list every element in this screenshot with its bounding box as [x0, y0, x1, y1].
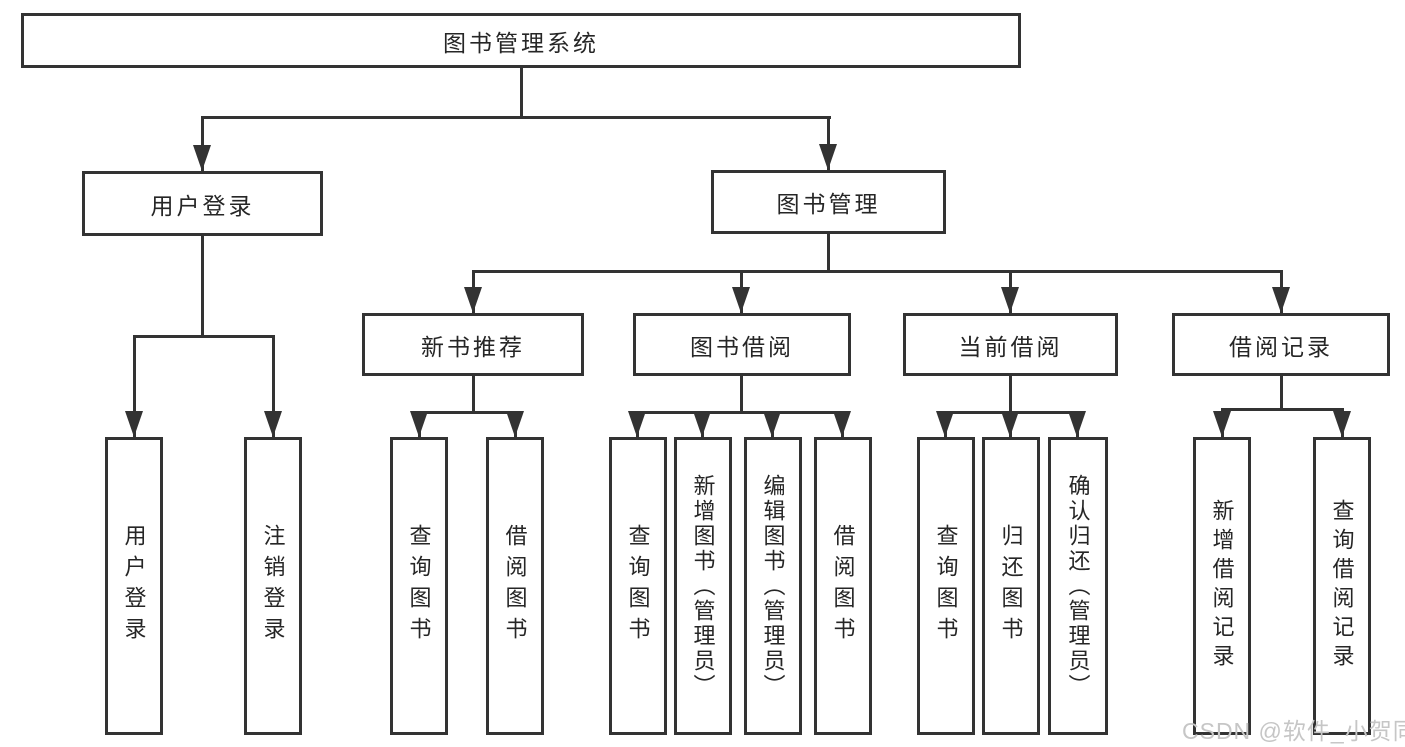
node-leaf-bb-add: 新增图书（管理员）	[674, 437, 732, 735]
node-leaf-user-login-label: 用户登录	[121, 524, 147, 648]
node-leaf-bb-edit-label: 编辑图书（管理员）	[760, 473, 786, 699]
connector-drop-leaf-logout	[272, 336, 275, 437]
node-leaf-bb-query: 查询图书	[609, 437, 667, 735]
node-new-book-rec-label: 新书推荐	[421, 333, 525, 360]
node-leaf-cb-query-label: 查询图书	[933, 524, 959, 648]
arrowhead-bb-query	[628, 411, 646, 437]
node-leaf-cb-query: 查询图书	[917, 437, 975, 735]
node-leaf-nbr-query: 查询图书	[390, 437, 448, 735]
node-root: 图书管理系统	[21, 13, 1021, 68]
node-leaf-cb-confirm-label: 确认归还（管理员）	[1065, 473, 1091, 699]
connector-current-borrow-stub	[1009, 376, 1012, 413]
arrowhead-book-mgmt	[819, 144, 837, 170]
node-root-label: 图书管理系统	[443, 29, 599, 56]
arrowhead-cb-confirm	[1068, 411, 1086, 437]
connector-root-bus	[201, 116, 831, 119]
arrowhead-bb-add	[693, 411, 711, 437]
arrowhead-book-borrow	[732, 287, 750, 313]
connector-new-book-rec-bus	[418, 411, 517, 414]
arrowhead-user-login	[193, 145, 211, 171]
node-leaf-cb-confirm: 确认归还（管理员）	[1048, 437, 1108, 735]
node-leaf-bb-query-label: 查询图书	[625, 524, 651, 648]
node-leaf-cb-return-label: 归还图书	[998, 524, 1024, 648]
arrowhead-br-query	[1333, 411, 1351, 437]
node-borrow-record: 借阅记录	[1172, 313, 1390, 376]
node-leaf-bb-borrow-label: 借阅图书	[830, 524, 856, 648]
csdn-watermark: CSDN @软件_小贺同学	[1182, 718, 1405, 744]
node-leaf-user-login: 用户登录	[105, 437, 163, 735]
node-leaf-br-query: 查询借阅记录	[1313, 437, 1371, 735]
arrowhead-br-add	[1213, 411, 1231, 437]
connector-book-mgmt-stub	[827, 234, 830, 271]
arrowhead-leaf-user-login	[125, 411, 143, 437]
connector-drop-user-login	[201, 117, 204, 171]
connector-root-stub	[520, 68, 523, 118]
node-new-book-rec: 新书推荐	[362, 313, 584, 376]
node-leaf-nbr-query-label: 查询图书	[406, 524, 432, 648]
connector-drop-leaf-user-login	[133, 336, 136, 437]
node-leaf-bb-edit: 编辑图书（管理员）	[744, 437, 802, 735]
connector-drop-book-mgmt	[827, 117, 830, 170]
node-leaf-bb-add-label: 新增图书（管理员）	[690, 473, 716, 699]
connector-book-borrow-stub	[740, 376, 743, 413]
connector-book-borrow-bus	[636, 411, 844, 414]
connector-user-login-stub	[201, 236, 204, 336]
arrowhead-bb-edit	[763, 411, 781, 437]
node-leaf-br-add: 新增借阅记录	[1193, 437, 1251, 735]
arrowhead-current-borrow	[1001, 287, 1019, 313]
node-user-login-label: 用户登录	[150, 192, 255, 219]
node-leaf-nbr-borrow: 借阅图书	[486, 437, 544, 735]
node-book-mgmt: 图书管理	[711, 170, 946, 234]
connector-borrow-record-bus	[1221, 408, 1344, 411]
arrowhead-nbr-borrow	[506, 411, 524, 437]
node-leaf-br-add-label: 新增借阅记录	[1209, 499, 1235, 673]
node-leaf-logout: 注销登录	[244, 437, 302, 735]
node-borrow-record-label: 借阅记录	[1229, 333, 1333, 360]
connector-user-login-bus	[133, 335, 275, 338]
node-leaf-br-query-label: 查询借阅记录	[1329, 499, 1355, 673]
arrowhead-nbr-query	[410, 411, 428, 437]
node-leaf-nbr-borrow-label: 借阅图书	[502, 524, 528, 648]
arrowhead-cb-return	[1001, 411, 1019, 437]
node-user-login: 用户登录	[82, 171, 323, 236]
arrowhead-bb-borrow	[833, 411, 851, 437]
arrowhead-new-book-rec	[464, 287, 482, 313]
connector-borrow-record-stub	[1280, 376, 1283, 410]
node-book-mgmt-label: 图书管理	[776, 191, 881, 217]
arrowhead-cb-query	[936, 411, 954, 437]
connector-new-book-rec-stub	[472, 376, 475, 413]
arrowhead-leaf-logout	[264, 411, 282, 437]
connector-book-mgmt-bus	[472, 270, 1283, 273]
node-current-borrow: 当前借阅	[903, 313, 1118, 376]
node-book-borrow: 图书借阅	[633, 313, 851, 376]
node-leaf-bb-borrow: 借阅图书	[814, 437, 872, 735]
node-book-borrow-label: 图书借阅	[690, 333, 794, 360]
node-leaf-cb-return: 归还图书	[982, 437, 1040, 735]
node-leaf-logout-label: 注销登录	[260, 524, 286, 648]
node-current-borrow-label: 当前借阅	[958, 333, 1063, 360]
arrowhead-borrow-record	[1272, 287, 1290, 313]
